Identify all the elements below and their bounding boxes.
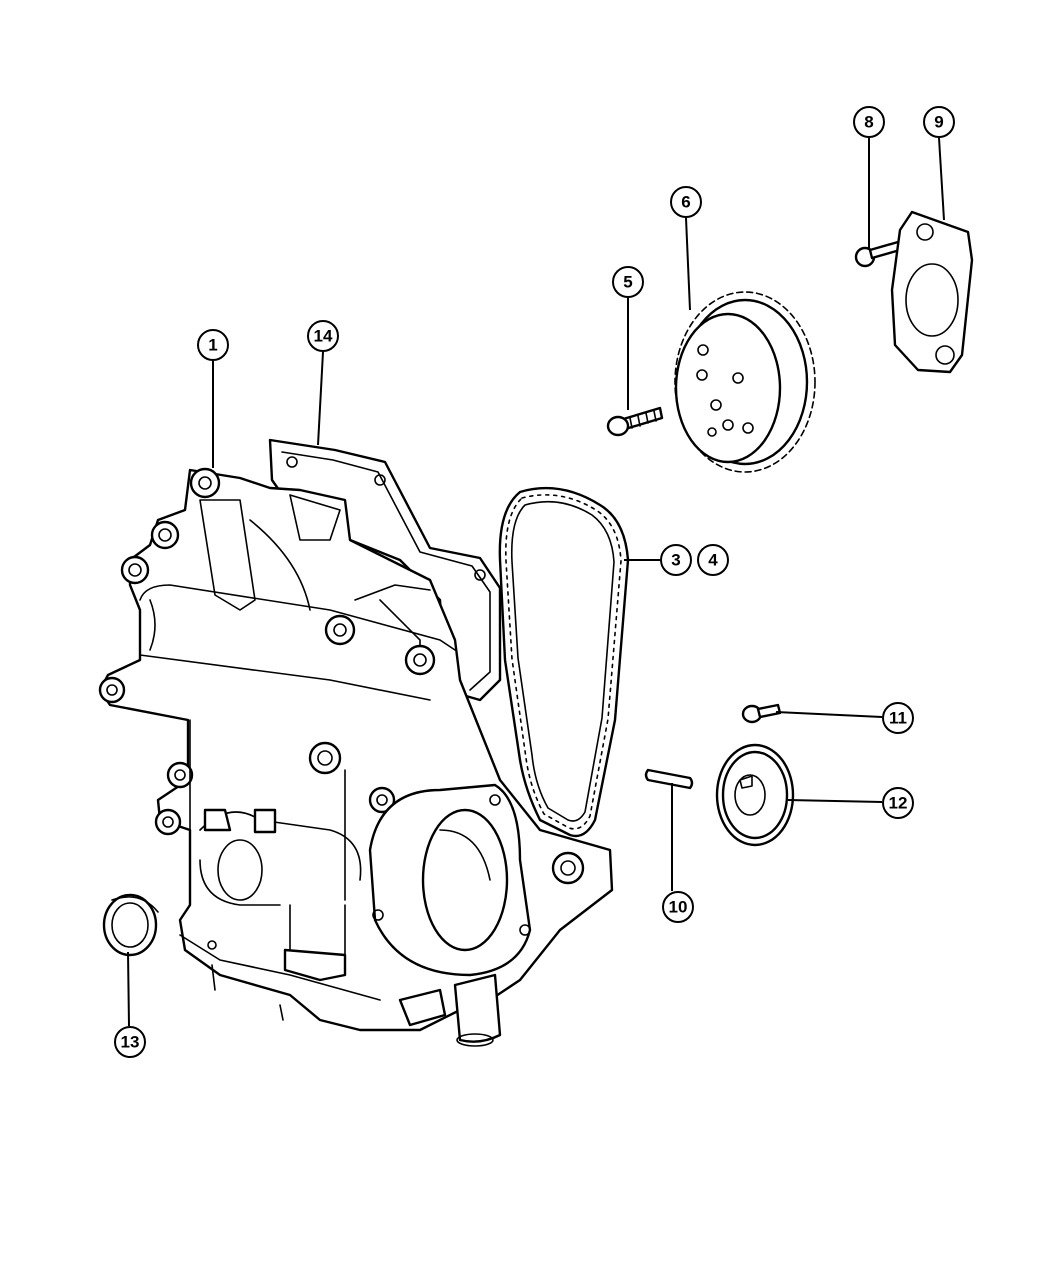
svg-text:3: 3 xyxy=(671,551,680,570)
svg-text:13: 13 xyxy=(121,1033,140,1052)
callout-5: 5 xyxy=(612,266,644,298)
svg-text:12: 12 xyxy=(889,794,908,813)
svg-text:14: 14 xyxy=(314,327,333,346)
svg-text:1: 1 xyxy=(208,336,217,355)
timing-chain-cover-part xyxy=(98,467,614,1047)
svg-text:6: 6 xyxy=(681,193,690,212)
callout-4: 4 xyxy=(697,544,729,576)
crank-bolt-part xyxy=(741,703,782,724)
callout-10: 10 xyxy=(662,891,694,923)
callout-13: 13 xyxy=(114,1026,146,1058)
sprocket-key-part xyxy=(644,768,694,790)
camshaft-sprocket-part xyxy=(674,291,816,473)
svg-text:11: 11 xyxy=(889,709,907,728)
callout-9: 9 xyxy=(923,106,955,138)
camshaft-bolt-part xyxy=(606,406,664,437)
callout-12: 12 xyxy=(882,787,914,819)
svg-text:5: 5 xyxy=(623,273,632,292)
crankshaft-sprocket-part xyxy=(715,743,795,847)
callout-6: 6 xyxy=(670,186,702,218)
svg-text:4: 4 xyxy=(708,551,718,570)
callout-11: 11 xyxy=(882,702,914,734)
callout-3: 3 xyxy=(660,544,692,576)
bolt-part xyxy=(854,240,902,268)
gasket-part xyxy=(890,210,974,374)
callout-8: 8 xyxy=(853,106,885,138)
leader-lines xyxy=(127,137,945,1027)
svg-text:9: 9 xyxy=(934,113,943,132)
timing-chain-part xyxy=(498,486,630,838)
callout-14: 14 xyxy=(307,320,339,352)
svg-text:10: 10 xyxy=(669,898,688,917)
oil-seal-part xyxy=(102,893,159,957)
callout-1: 1 xyxy=(197,329,229,361)
svg-text:8: 8 xyxy=(864,113,873,132)
